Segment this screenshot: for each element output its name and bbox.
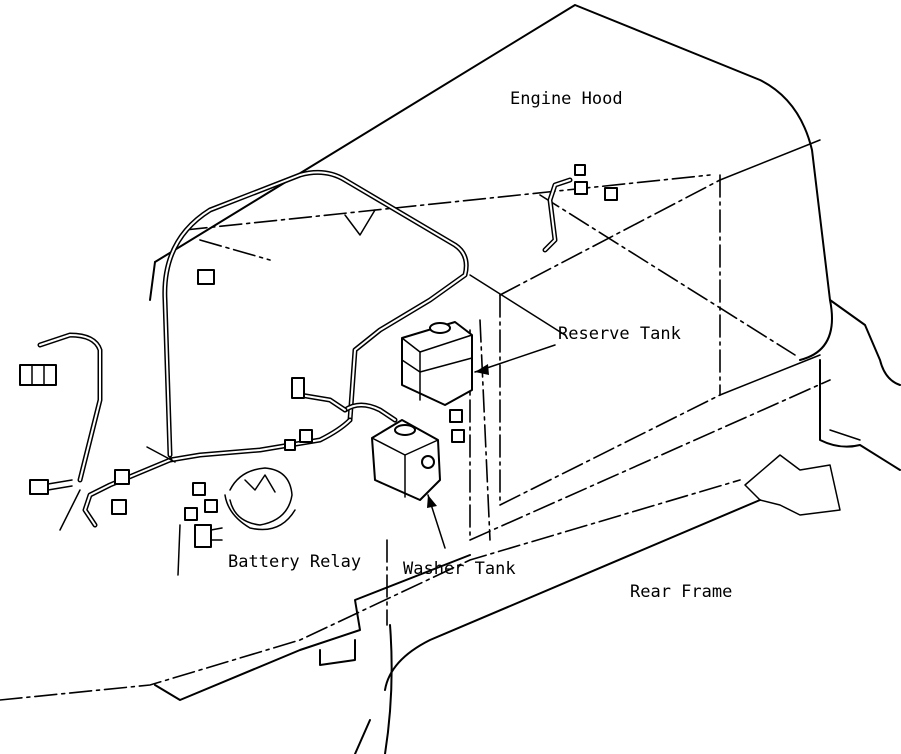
- wire-connectors: [19, 164, 618, 521]
- battery-relay-cluster: [177, 467, 296, 576]
- washer-tank-label: Washer Tank: [403, 559, 516, 579]
- bolt-icon: [29, 479, 73, 495]
- reserve-tank-label: Reserve Tank: [558, 324, 681, 344]
- washer-tank: [371, 419, 441, 501]
- rear-frame-outline: [0, 299, 901, 754]
- engine-hood-outline: [149, 4, 833, 542]
- rear-frame-label: Rear Frame: [630, 582, 732, 602]
- connector-block: [197, 269, 215, 285]
- reserve-tank: [401, 321, 473, 406]
- engine-hood-label: Engine Hood: [510, 89, 623, 109]
- battery-relay-label: Battery Relay: [228, 552, 361, 572]
- main-wiring-harness: [37, 169, 573, 528]
- battery-relay: [194, 524, 212, 548]
- callout-arrows: [59, 344, 556, 549]
